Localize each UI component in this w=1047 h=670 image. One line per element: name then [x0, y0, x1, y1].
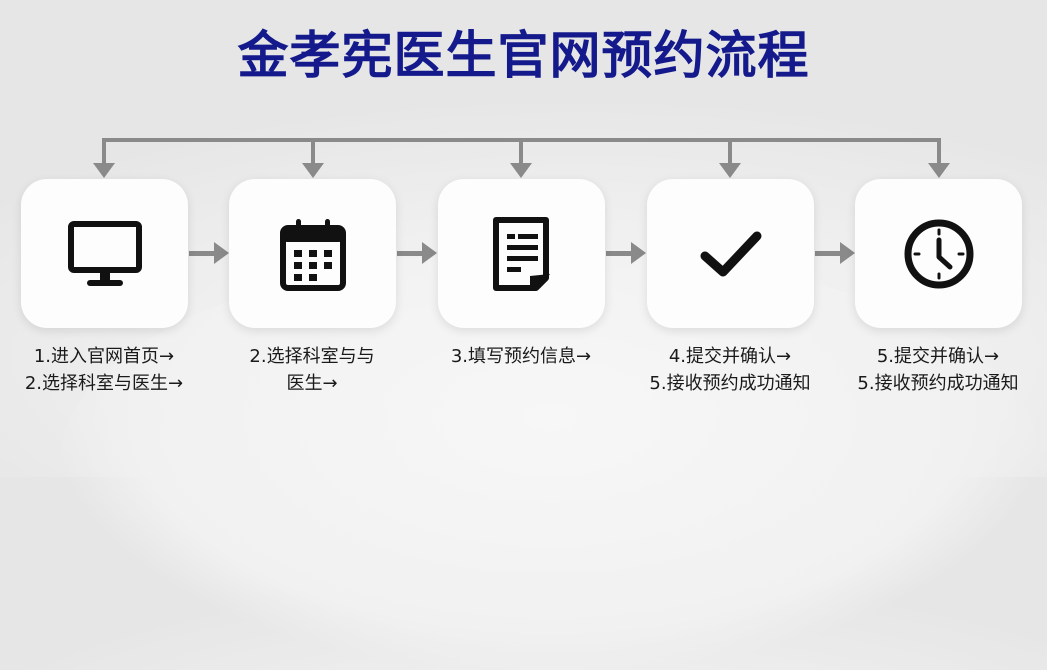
step-4-card — [647, 179, 814, 328]
step-1-label: 1.进入官网首页→ 2.选择科室与医生→ — [24, 346, 184, 394]
checkmark-icon — [700, 231, 761, 276]
monitor-icon — [67, 220, 142, 286]
document-icon — [492, 216, 550, 291]
step-3-card — [438, 179, 605, 328]
page-title: 金孝宪医生官网预约流程 — [237, 27, 810, 86]
step-1-card — [21, 179, 188, 328]
step-5-label: 5.提交并确认→ 5.接收预约成功通知 — [857, 346, 1019, 394]
step-2-card — [229, 179, 396, 328]
step-5-card — [855, 179, 1022, 328]
step-4-label: 4.提交并确认→ 5.接收预约成功通知 — [649, 346, 811, 394]
clock-icon — [904, 219, 973, 288]
step-3-label: 3.填写预约信息→ — [450, 346, 592, 367]
step-2-label: 2.选择科室与与 医生→ — [249, 346, 375, 394]
calendar-icon — [279, 218, 346, 291]
